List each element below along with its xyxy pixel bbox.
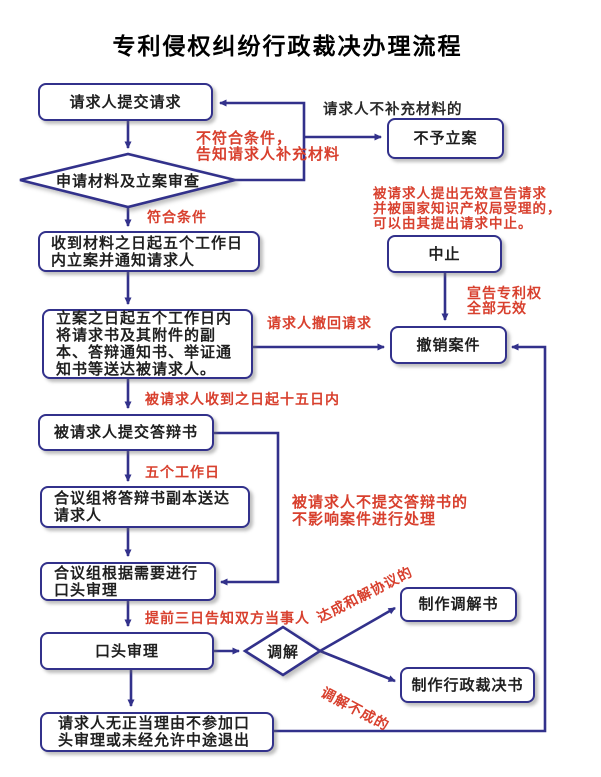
annotation-five-workdays: 五个工作日 xyxy=(145,464,220,480)
node-docket-serve-documents: 立案之日起五个工作日内 将请求书及其附件的副 本、答辩通知书、举证通 知书等送达… xyxy=(42,309,253,379)
annotation-qualified: 符合条件 xyxy=(147,209,207,225)
annotation-notify-3-days: 提前三日告知双方当事人 xyxy=(145,610,310,626)
node-withdraw-case: 撤销案件 xyxy=(390,326,507,364)
node-ruling-document: 制作行政裁决书 xyxy=(400,667,535,703)
node-receive-materials: 收到材料之日起五个工作日 内立案并通知请求人 xyxy=(38,231,260,272)
line-reply-bypass xyxy=(214,431,280,586)
node-deliver-reply-copy: 合议组将答辩书副本送达 请求人 xyxy=(40,486,250,528)
annotation-declare-invalid: 宣告专利权 全部无效 xyxy=(467,285,542,316)
line-absent-to-withdrawcase xyxy=(273,343,547,733)
review-diamond-shape xyxy=(19,152,236,209)
arrow-mediate-to-mediationdoc xyxy=(319,606,396,653)
node-panel-oral-hearing-need: 合议组根据需要进行 口头审理 xyxy=(40,562,216,601)
annotation-within-15-days: 被请求人收到之日起十五日内 xyxy=(145,391,340,407)
node-suspend: 中止 xyxy=(387,235,502,273)
label-no-supplement: 请求人不补充材料的 xyxy=(323,102,463,118)
node-respondent-reply: 被请求人提交答辩书 xyxy=(38,414,214,451)
node-absent-without-reason: 请求人无正当理由不参加口 头审理或未经允许中途退出 xyxy=(40,712,274,752)
node-mediation-document: 制作调解书 xyxy=(400,587,517,622)
annotation-withdraw-request: 请求人撤回请求 xyxy=(267,315,372,331)
page-title: 专利侵权纠纷行政裁决办理流程 xyxy=(112,34,463,60)
annotation-invalidation-request: 被请求人提出无效宣告请求 并被国家知识产权局受理的， 可以由其提出请求中止。 xyxy=(373,186,562,231)
line-review-loop-back xyxy=(219,99,306,182)
mediate-diamond-shape xyxy=(242,625,323,677)
node-review-label: 申请材料及立案审查 xyxy=(55,172,200,190)
node-oral-hearing: 口头审理 xyxy=(40,632,214,670)
node-submit-request: 请求人提交请求 xyxy=(38,83,213,121)
node-mediate-label: 调解 xyxy=(266,644,299,661)
node-no-case-filed: 不予立案 xyxy=(387,118,504,159)
annotation-no-reply-effect: 被请求人不提交答辩书的 不影响案件进行处理 xyxy=(292,494,469,528)
annotation-not-qualified: 不符合条件， 告知请求人补充材料 xyxy=(196,130,341,163)
arrow-mediate-to-rulingdoc xyxy=(319,649,396,683)
